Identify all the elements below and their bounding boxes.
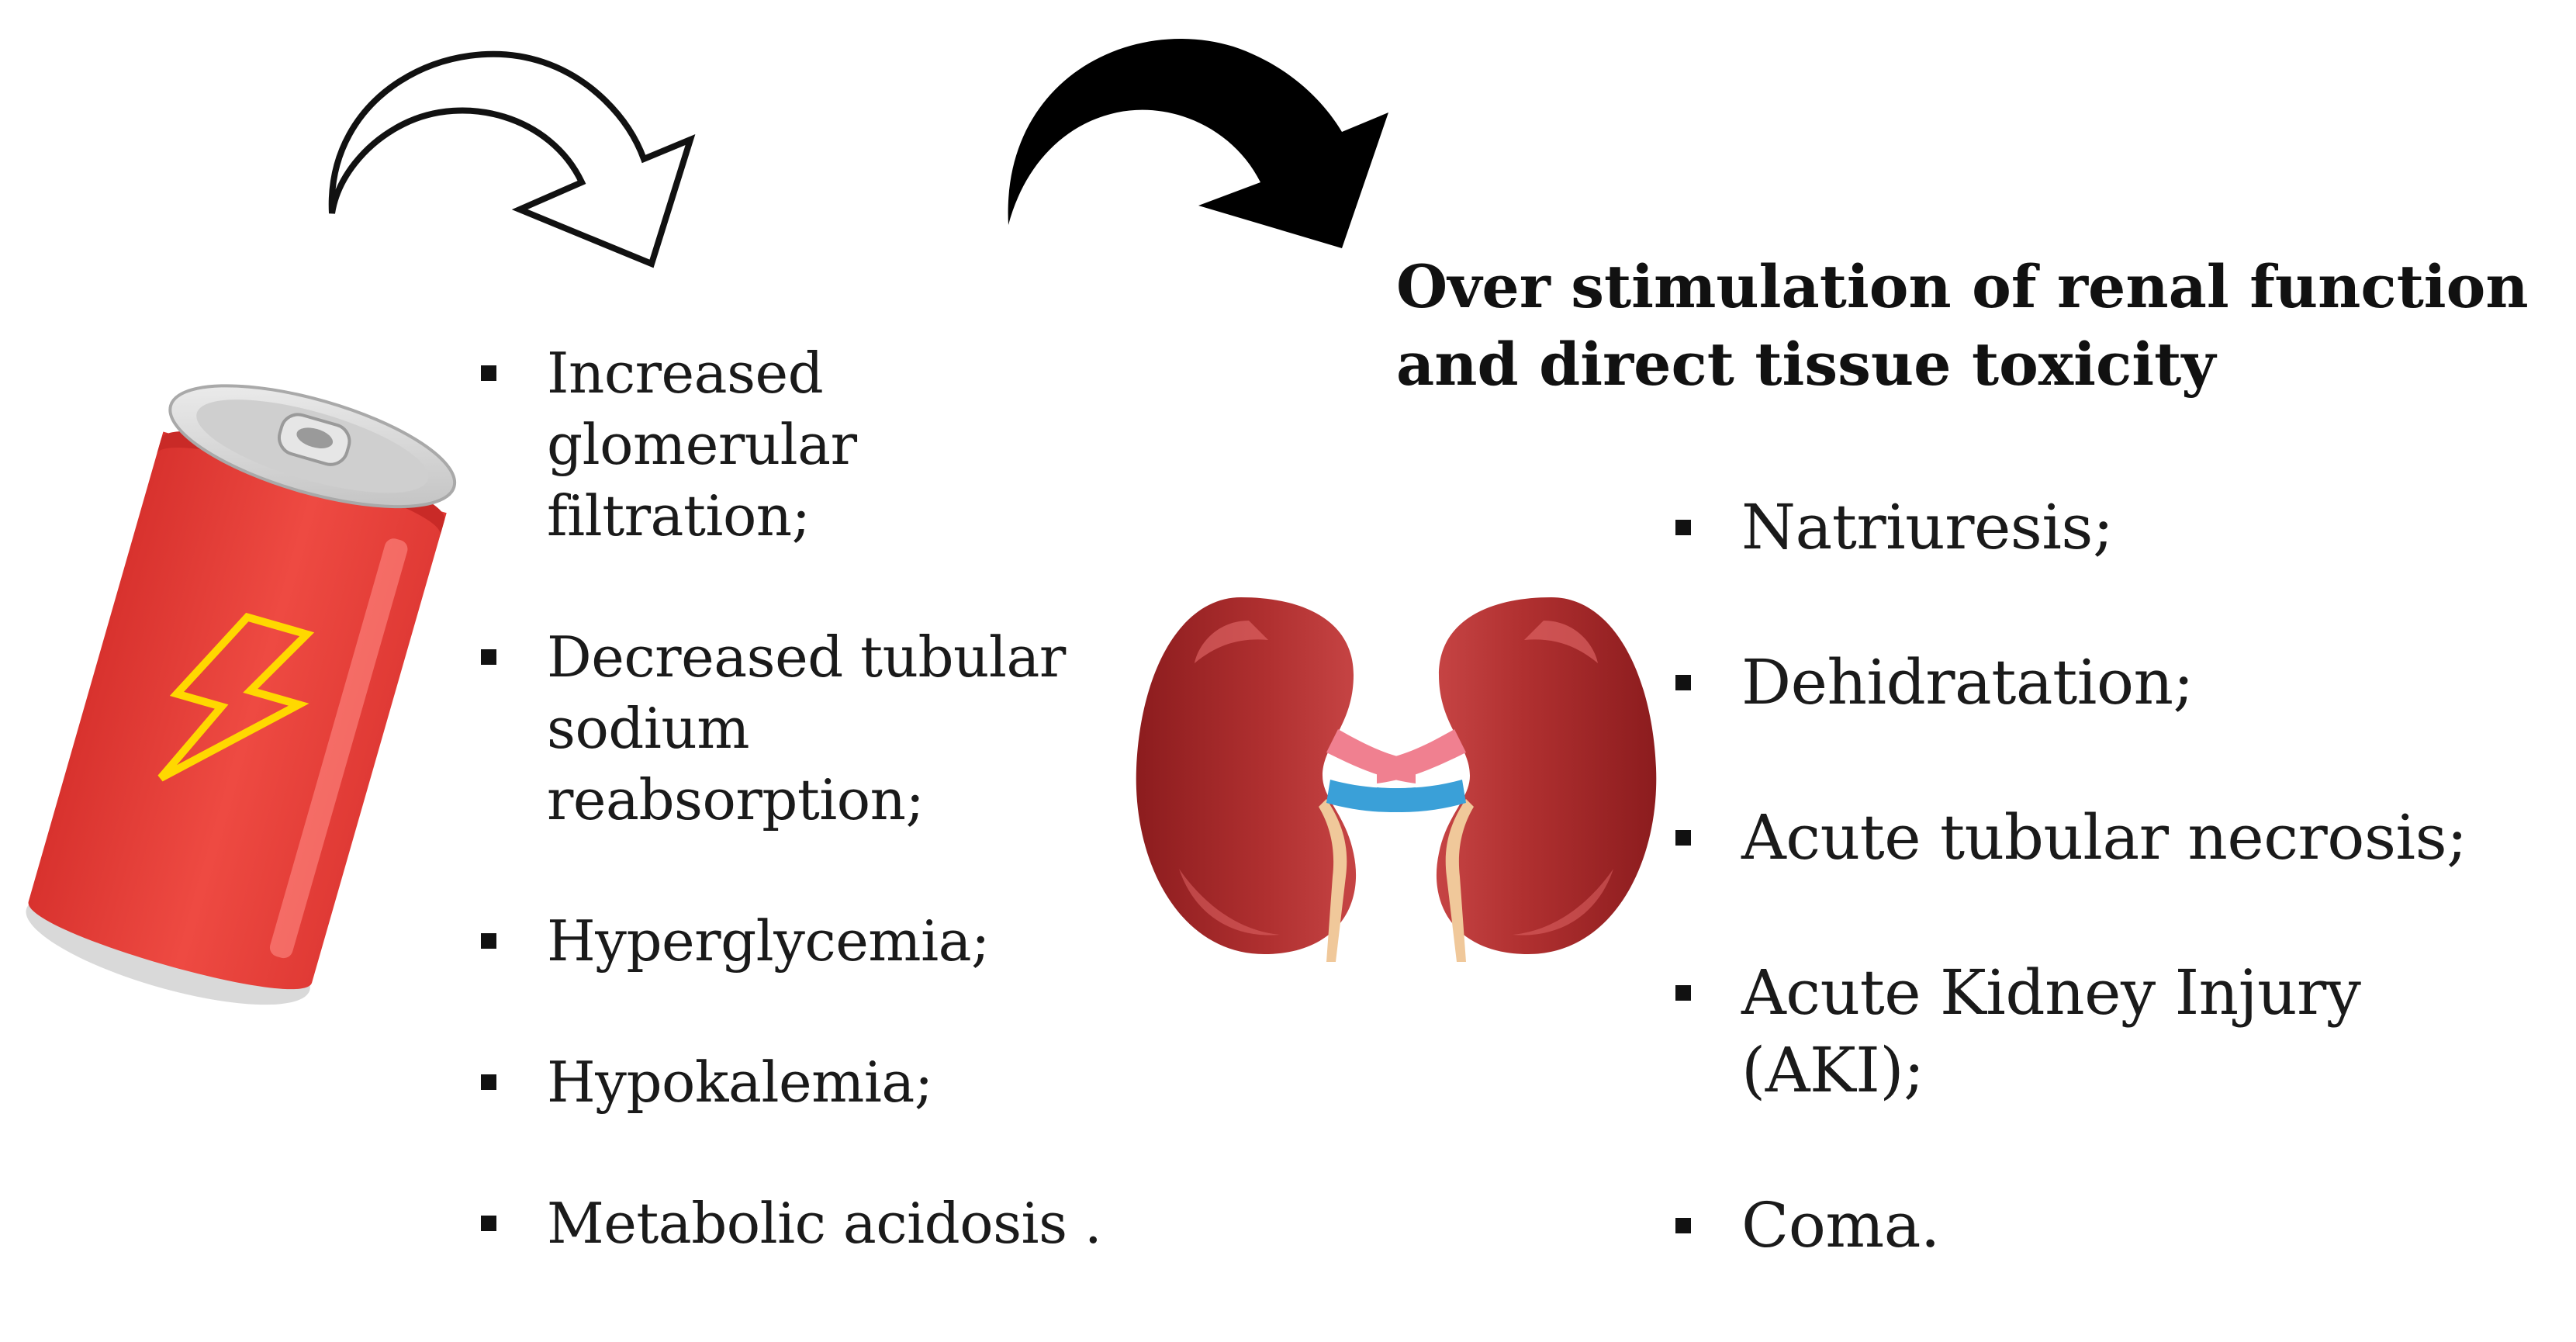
- list-item: Hypokalemia;: [473, 1046, 1109, 1118]
- bullet-square-icon: [481, 1074, 496, 1090]
- bullet-square-icon: [481, 649, 496, 665]
- heading: Over stimulation of renal function and d…: [1396, 252, 2529, 399]
- bullet-square-icon: [1675, 1218, 1691, 1233]
- bullet-square-icon: [481, 365, 496, 381]
- curved-arrow-outline-icon: [328, 50, 696, 268]
- list-item: Hyperglycemia;: [473, 905, 1109, 977]
- bullet-square-icon: [1675, 520, 1691, 535]
- list-item: Decreased tubular sodium reabsorption;: [473, 621, 1109, 835]
- list-item: Increased glomerular filtration;: [473, 337, 1109, 552]
- list-item: Coma.: [1668, 1187, 2560, 1264]
- list-item: Metabolic acidosis .: [473, 1188, 1109, 1259]
- bullet-square-icon: [481, 1216, 496, 1231]
- list-item: Dehidratation;: [1668, 644, 2560, 721]
- bullet-square-icon: [1675, 675, 1691, 690]
- bullet-square-icon: [1675, 985, 1691, 1001]
- energy-drink-can-icon: [26, 384, 457, 1005]
- list-item: Acute tubular necrosis;: [1668, 799, 2560, 877]
- list-item: Natriuresis;: [1668, 489, 2560, 566]
- kidneys-icon: [1136, 597, 1657, 962]
- bullet-square-icon: [1675, 830, 1691, 846]
- list-item: Acute Kidney Injury (AKI);: [1668, 954, 2560, 1109]
- curved-arrow-filled-icon: [1008, 38, 1388, 248]
- left-effects-list: Increased glomerular filtration; Decreas…: [473, 337, 1109, 1329]
- bullet-square-icon: [481, 933, 496, 949]
- right-effects-list: Natriuresis; Dehidratation; Acute tubula…: [1668, 489, 2560, 1342]
- lightning-bolt-icon: [157, 612, 315, 782]
